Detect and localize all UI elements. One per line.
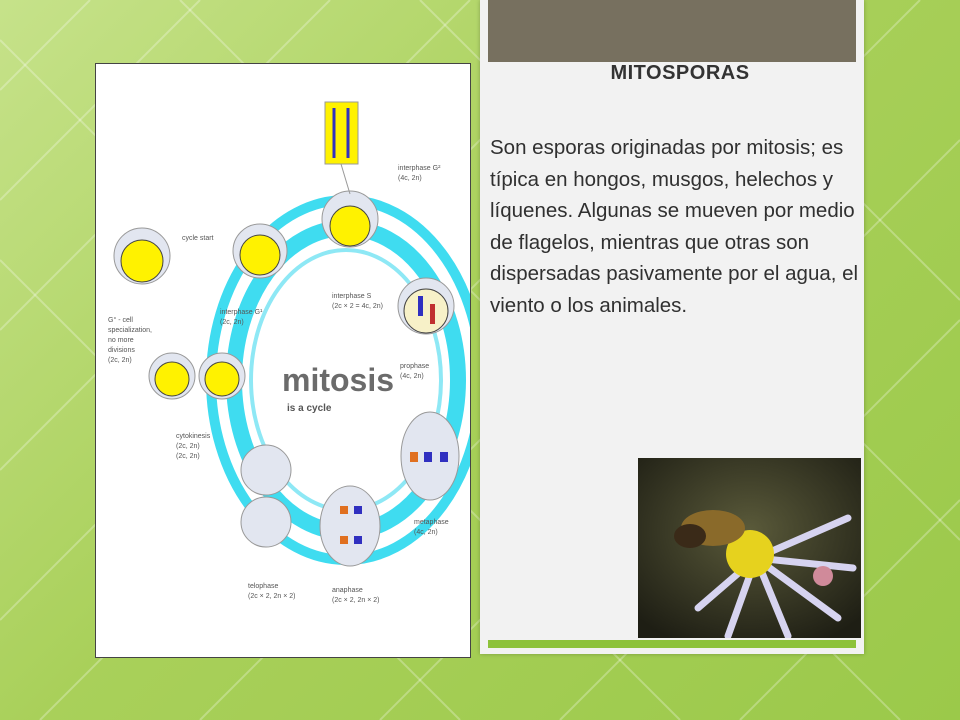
label-ana-b: (2c × 2, 2n × 2) bbox=[332, 597, 379, 604]
diagram-title: mitosis bbox=[282, 362, 394, 398]
label-telo-b: (2c × 2, 2n × 2) bbox=[248, 593, 295, 600]
label-g2-a: interphase G² bbox=[398, 165, 441, 172]
label-cyto-c: (2c, 2n) bbox=[176, 453, 200, 460]
cell-anaphase bbox=[319, 485, 381, 567]
cell-g0 bbox=[113, 227, 171, 285]
mitosis-diagram: mitosis is a cycle cycle start G° - cell… bbox=[95, 63, 486, 658]
cell-telophase bbox=[240, 444, 292, 548]
cell-cytokinesis bbox=[148, 352, 246, 400]
bee-on-flower-photo bbox=[638, 458, 861, 638]
label-s-b: (2c × 2 = 4c, 2n) bbox=[332, 303, 383, 310]
cell-prophase bbox=[397, 277, 455, 335]
cell-metaphase bbox=[400, 411, 460, 501]
label-g2-b: (4c, 2n) bbox=[398, 175, 422, 182]
label-g0-e: (2c, 2n) bbox=[108, 357, 132, 364]
label-s-a: interphase S bbox=[332, 293, 372, 300]
label-ana-a: anaphase bbox=[332, 587, 363, 594]
label-g1-b: (2c, 2n) bbox=[220, 319, 244, 326]
label-g0-d: divisions bbox=[108, 347, 135, 354]
panel-footer-bar bbox=[488, 640, 856, 648]
label-g0-c: no more bbox=[108, 337, 134, 344]
cell-s bbox=[321, 190, 379, 248]
label-g1-a: interphase G¹ bbox=[220, 309, 263, 316]
label-g0-b: specialization, bbox=[108, 327, 152, 334]
label-meta-b: (4c, 2n) bbox=[414, 529, 438, 536]
label-cycle-start: cycle start bbox=[182, 235, 214, 242]
label-g0-a: G° - cell bbox=[108, 316, 133, 324]
label-pro-a: prophase bbox=[400, 363, 429, 370]
chromosome-zoom bbox=[324, 101, 359, 195]
cell-g1 bbox=[232, 223, 288, 279]
label-pro-b: (4c, 2n) bbox=[400, 373, 424, 380]
slide-paragraph: Son esporas originadas por mitosis; es t… bbox=[490, 136, 859, 317]
label-cyto-a: cytokinesis bbox=[176, 433, 211, 440]
panel-header-bar bbox=[488, 0, 856, 62]
slide-title: MITOSPORAS bbox=[610, 62, 750, 84]
label-telo-a: telophase bbox=[248, 583, 278, 590]
label-meta-a: metaphase bbox=[414, 519, 449, 526]
label-cyto-b: (2c, 2n) bbox=[176, 443, 200, 450]
diagram-subtitle: is a cycle bbox=[287, 403, 332, 414]
